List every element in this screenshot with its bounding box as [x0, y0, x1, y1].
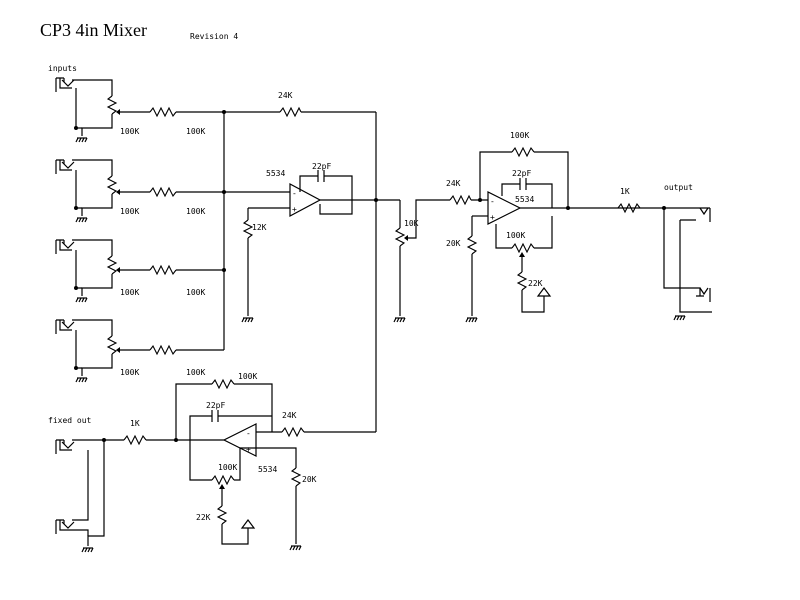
r22k-3-label: 22K [196, 513, 211, 522]
input-channel-3: 100K 100K [55, 239, 224, 303]
svg-text:-: - [292, 189, 297, 198]
in1-res-label: 100K [186, 127, 205, 136]
in3-res-label: 100K [186, 288, 205, 297]
r1k-out-label: 1K [620, 187, 630, 196]
cap3-label: 22pF [206, 401, 225, 410]
cap1-label: 22pF [312, 162, 331, 171]
schematic-title: CP3 4in Mixer [40, 20, 147, 40]
inputs-label: inputs [48, 64, 77, 73]
volume-pot: 10K 24K [376, 179, 488, 323]
output-label: output [664, 183, 693, 192]
opamp1-label: 5534 [266, 169, 285, 178]
in4-pot-label: 100K [120, 368, 139, 377]
input-channel-4: 100K 100K [55, 319, 224, 383]
input-channel-1: inputs 100K 100K [48, 64, 224, 143]
r20k-2-label: 20K [446, 239, 461, 248]
opamp2-label: 5534 [515, 195, 534, 204]
r100k-top3-label: 100K [238, 372, 257, 381]
main-output: 1K output [617, 183, 712, 321]
in2-pot-label: 100K [120, 207, 139, 216]
cap2-label: 22pF [512, 169, 531, 178]
summing-bus: 24K [222, 91, 378, 432]
opamp-2: - + 5534 100K 22pF 20K 100K 22K [446, 131, 640, 323]
r24k-low-label: 24K [282, 411, 297, 420]
svg-text:+: + [246, 445, 251, 454]
svg-text:-: - [246, 429, 251, 438]
pot100k-2-label: 100K [506, 231, 525, 240]
svg-text:-: - [490, 197, 495, 206]
svg-text:+: + [490, 213, 495, 222]
feedback-top-label: 24K [278, 91, 293, 100]
r100k-top2-label: 100K [510, 131, 529, 140]
input-channel-2: 100K 100K [55, 159, 290, 223]
r24k-mid-label: 24K [446, 179, 461, 188]
in3-pot-label: 100K [120, 288, 139, 297]
opamp3-label: 5534 [258, 465, 277, 474]
pot100k-3-label: 100K [218, 463, 237, 472]
in1-pot-label: 100K [120, 127, 139, 136]
r20k-3-label: 20K [302, 475, 317, 484]
r12k-label: 12K [252, 223, 267, 232]
r22k-2-label: 22K [528, 279, 543, 288]
svg-text:+: + [292, 205, 297, 214]
revision-label: Revision 4 [190, 32, 238, 41]
r1k-fixed-label: 1K [130, 419, 140, 428]
in4-res-label: 100K [186, 368, 205, 377]
fixed-out-label: fixed out [48, 416, 92, 425]
pot10k-label: 10K [404, 219, 419, 228]
fixed-output: fixed out 1K 100K 22pF - + 24K 100K [48, 372, 376, 553]
opamp-1: - + 5534 12K 22pF [241, 162, 376, 323]
in2-res-label: 100K [186, 207, 205, 216]
